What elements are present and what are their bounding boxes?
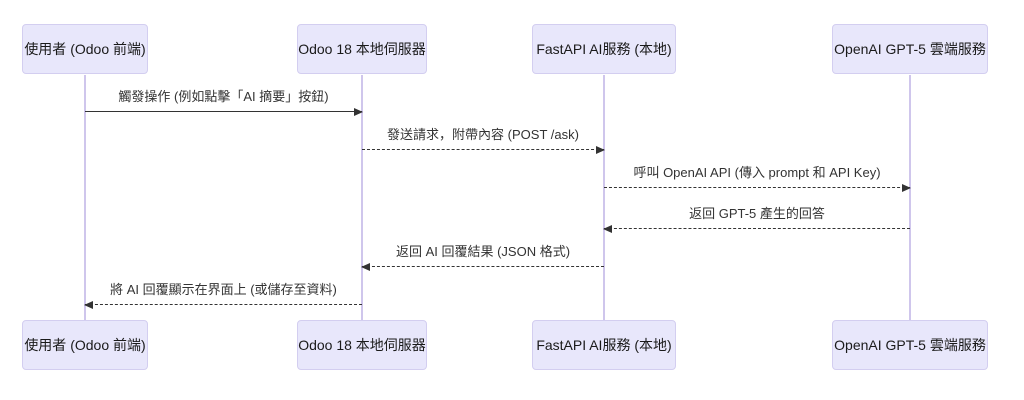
actor-label: Odoo 18 本地伺服器 [298, 41, 426, 57]
arrowhead-right-icon [902, 184, 911, 192]
actor-user-bottom: 使用者 (Odoo 前端) [22, 320, 148, 370]
arrowhead-left-icon [361, 263, 370, 271]
actor-label: 使用者 (Odoo 前端) [24, 41, 146, 57]
actor-label: Odoo 18 本地伺服器 [298, 337, 426, 353]
actor-label: 使用者 (Odoo 前端) [24, 337, 146, 353]
actor-label: OpenAI GPT-5 雲端服務 [834, 337, 986, 353]
actor-odoo-top: Odoo 18 本地伺服器 [297, 24, 427, 74]
arrowhead-left-icon [603, 225, 612, 233]
message-line [362, 266, 604, 267]
message-label: 返回 GPT-5 產生的回答 [689, 206, 825, 221]
message-return-ai-result: 返回 AI 回覆結果 (JSON 格式) [361, 239, 604, 271]
actor-openai-bottom: OpenAI GPT-5 雲端服務 [832, 320, 988, 370]
message-call-openai-api: 呼叫 OpenAI API (傳入 prompt 和 API Key) [604, 160, 911, 192]
message-line [604, 187, 910, 188]
message-send-request: 發送請求，附帶內容 (POST /ask) [362, 122, 605, 154]
message-line [362, 149, 604, 150]
actor-user-top: 使用者 (Odoo 前端) [22, 24, 148, 74]
message-return-gpt5-answer: 返回 GPT-5 產生的回答 [603, 201, 910, 233]
actor-fastapi-bottom: FastAPI AI服務 (本地) [532, 320, 676, 370]
arrowhead-right-icon [596, 146, 605, 154]
message-label: 發送請求，附帶內容 (POST /ask) [387, 127, 579, 142]
message-label: 呼叫 OpenAI API (傳入 prompt 和 API Key) [633, 165, 881, 180]
lifeline-fastapi [603, 75, 605, 320]
actor-fastapi-top: FastAPI AI服務 (本地) [532, 24, 676, 74]
message-trigger-action: 觸發操作 (例如點擊「AI 摘要」按鈕) [85, 84, 363, 116]
message-line [604, 228, 910, 229]
message-line [85, 304, 362, 305]
lifeline-user [84, 75, 86, 320]
message-display-reply: 將 AI 回覆顯示在界面上 (或儲存至資料) [84, 277, 362, 309]
actor-odoo-bottom: Odoo 18 本地伺服器 [297, 320, 427, 370]
message-label: 將 AI 回覆顯示在界面上 (或儲存至資料) [110, 282, 337, 297]
arrowhead-left-icon [84, 301, 93, 309]
actor-label: FastAPI AI服務 (本地) [536, 41, 672, 57]
lifeline-odoo [361, 75, 363, 320]
message-line [85, 111, 362, 112]
arrowhead-right-icon [354, 108, 363, 116]
message-label: 觸發操作 (例如點擊「AI 摘要」按鈕) [118, 89, 329, 104]
lifeline-openai [909, 75, 911, 320]
actor-label: FastAPI AI服務 (本地) [536, 337, 672, 353]
actor-label: OpenAI GPT-5 雲端服務 [834, 41, 986, 57]
actor-openai-top: OpenAI GPT-5 雲端服務 [832, 24, 988, 74]
message-label: 返回 AI 回覆結果 (JSON 格式) [395, 244, 571, 259]
